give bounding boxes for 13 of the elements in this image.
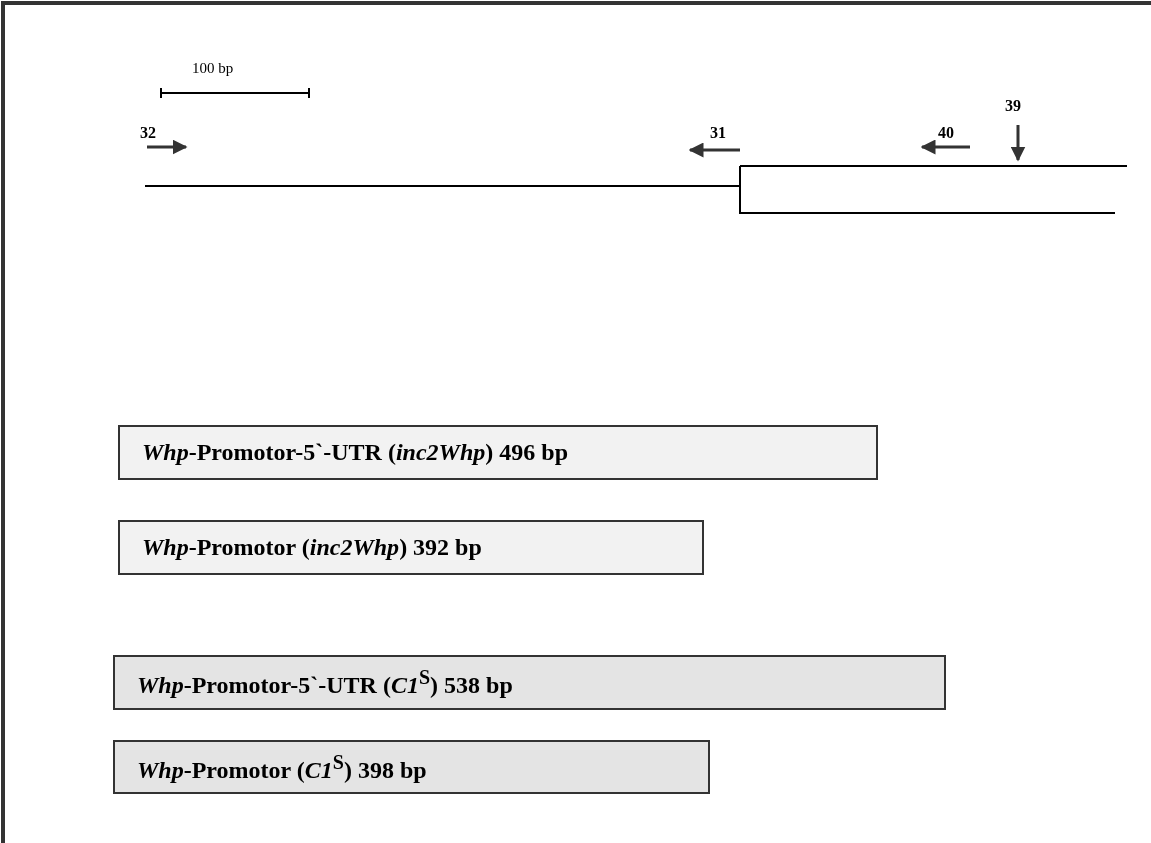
scale-label: 100 bp <box>192 60 234 77</box>
fragment-bar <box>118 425 878 480</box>
fragment-bar <box>113 655 946 710</box>
fragment-bar <box>113 740 710 794</box>
fragment-bar <box>118 520 704 575</box>
primer-number: 39 <box>1005 97 1021 115</box>
primer-number: 40 <box>938 124 954 142</box>
fragment-label: Whp-Promotor-5`-UTR (C1$^{S}$) 538 bp <box>137 666 513 699</box>
fragment-label: Whp-Promotor (inc2Whp) 392 bp <box>142 534 482 561</box>
primer-number: 31 <box>710 124 726 142</box>
primer-number: 32 <box>140 124 156 142</box>
fragment-label: Whp-Promotor-5`-UTR (inc2Whp) 496 bp <box>142 439 568 466</box>
fragment-label: Whp-Promotor (C1$^{S}$) 398 bp <box>137 750 427 784</box>
